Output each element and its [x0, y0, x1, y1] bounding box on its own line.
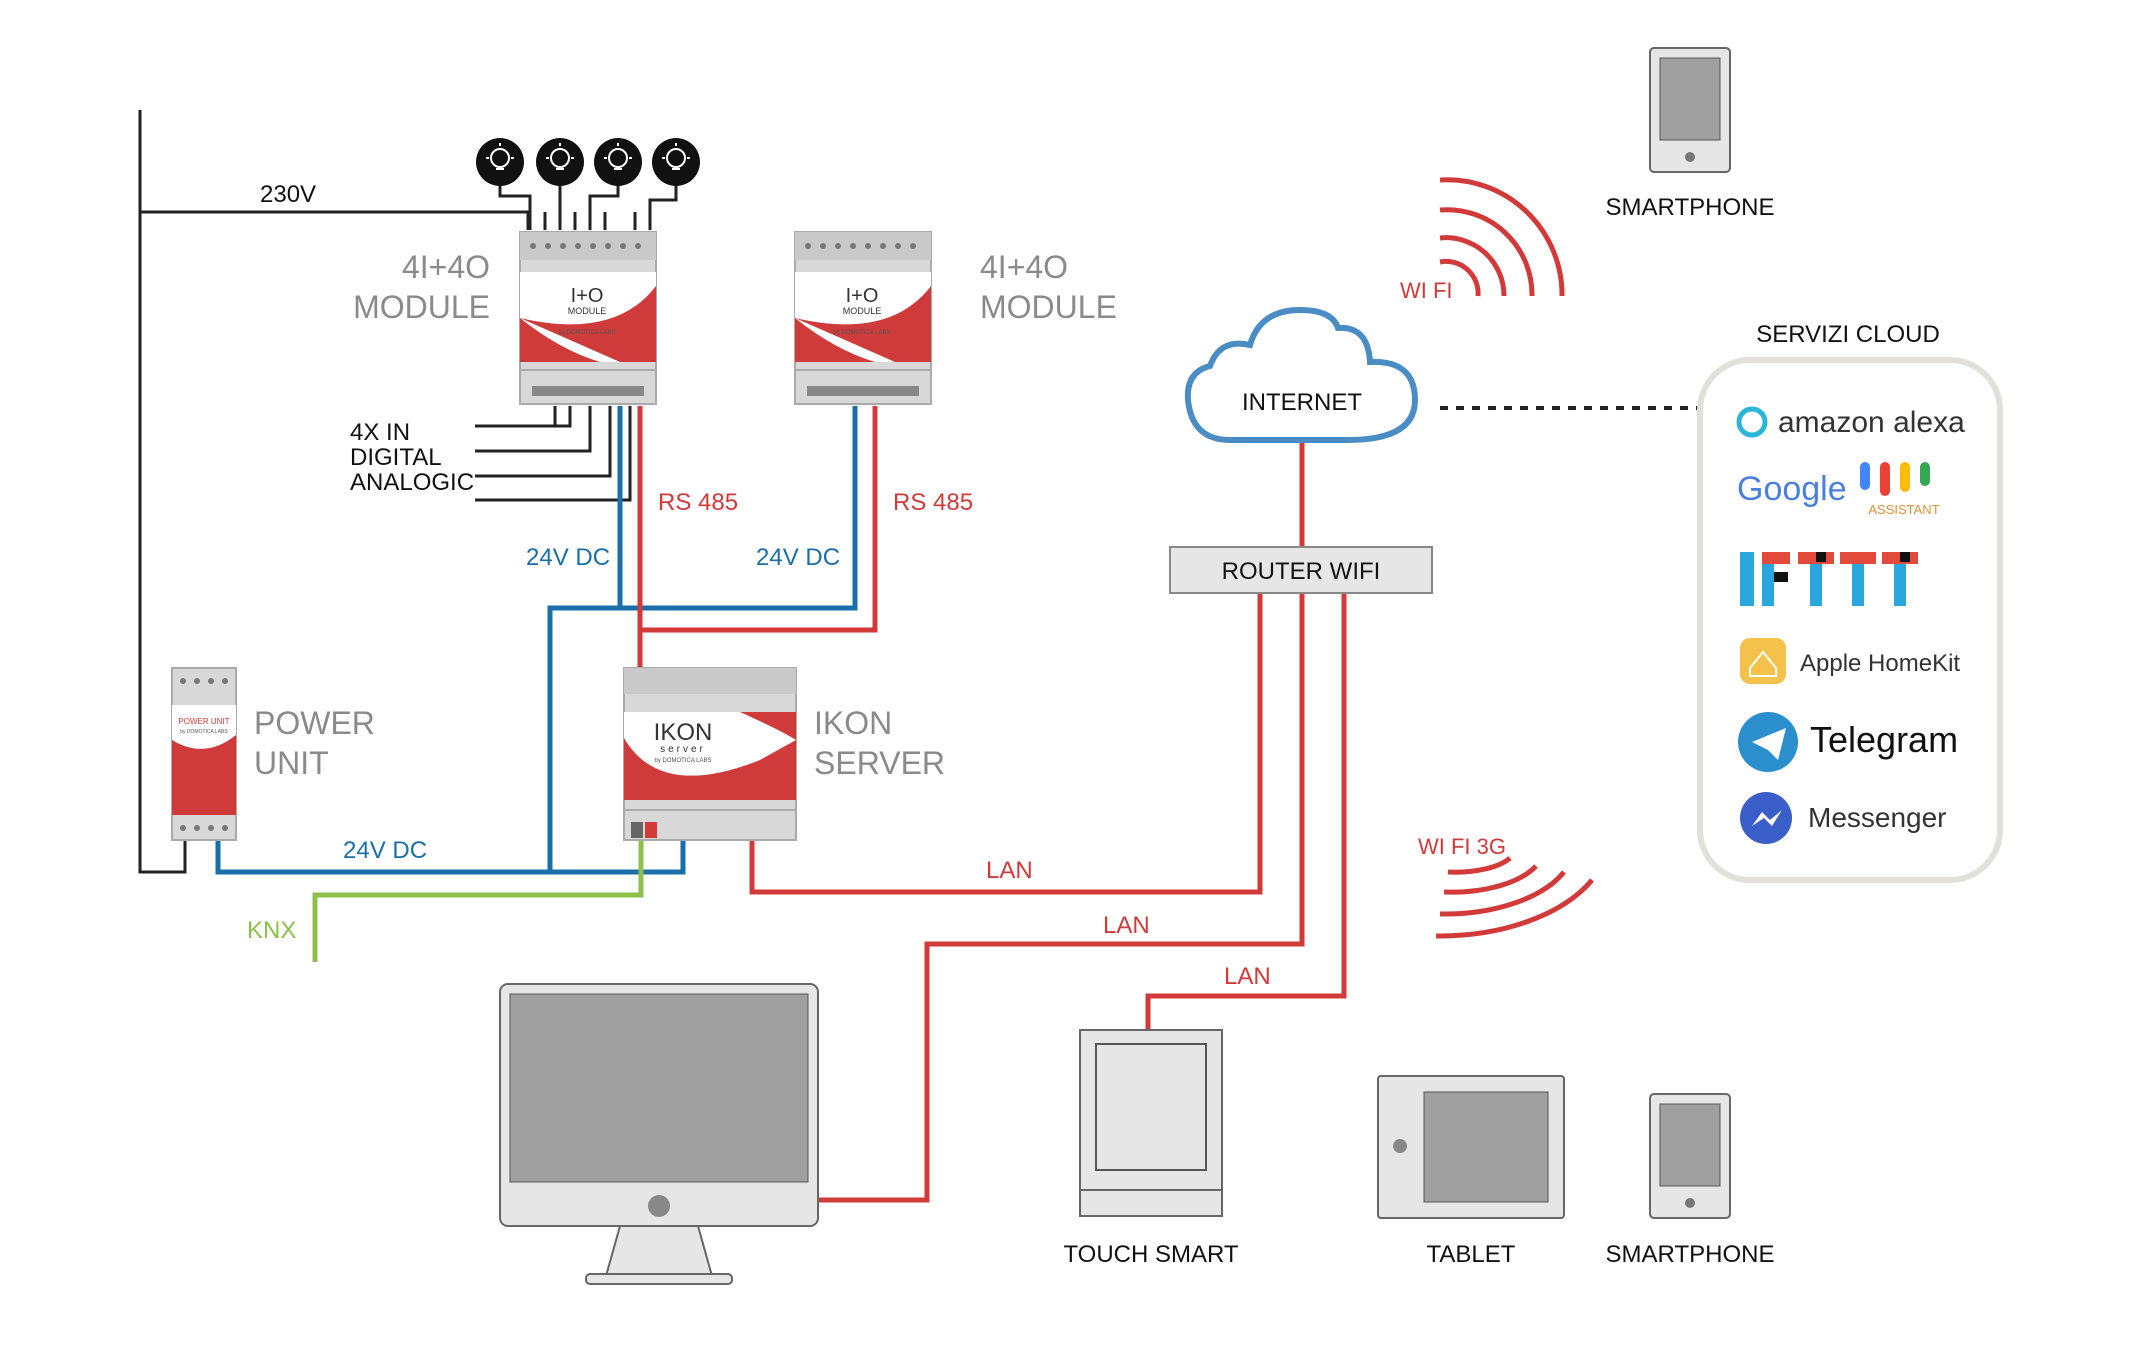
- ikon-server: IKON server by DOMOTICA LABS: [623, 667, 797, 841]
- server-label-line2: SERVER: [814, 745, 945, 781]
- power-label-line2: UNIT: [254, 745, 329, 781]
- server-label-line1: IKON: [814, 705, 892, 741]
- alexa-icon: [1736, 406, 1768, 438]
- io-module-sub: MODULE: [568, 306, 607, 316]
- light-bulbs: [476, 138, 700, 186]
- label-24vdc-2: 24V DC: [756, 544, 840, 571]
- service-alexa: amazon alexa: [1736, 406, 1965, 439]
- service-google: Google ASSISTANT: [1737, 462, 1940, 517]
- wifi3g-label: WI FI 3G: [1418, 834, 1506, 859]
- cloud-services-title: SERVIZI CLOUD: [1756, 321, 1940, 348]
- messenger-label: Messenger: [1808, 802, 1947, 833]
- tablet: [1377, 1075, 1565, 1219]
- label-lan-3: LAN: [1224, 963, 1271, 990]
- module2-label-line1: 4I+4O: [980, 249, 1068, 285]
- label-24vdc-1: 24V DC: [526, 544, 610, 571]
- smartphone-top-label: SMARTPHONE: [1606, 194, 1775, 221]
- bulb-icon: [476, 138, 524, 186]
- label-lan-2: LAN: [1103, 912, 1150, 939]
- wifi-label: WI FI: [1400, 278, 1453, 303]
- google-label: Google: [1737, 470, 1847, 508]
- wires-rs485: [637, 406, 878, 668]
- label-rs485-2: RS 485: [893, 489, 973, 516]
- io-module-brand: by DOMOTICA LABS: [833, 330, 890, 336]
- alexa-label: amazon alexa: [1778, 406, 1965, 439]
- wire-knx: [312, 840, 644, 962]
- label-lan-1: LAN: [986, 857, 1033, 884]
- smartphone-bottom: [1649, 1093, 1731, 1219]
- service-ifttt: [1740, 552, 1918, 606]
- module1-label-line1: 4I+4O: [402, 249, 490, 285]
- ikon-logo: IKON: [654, 719, 713, 746]
- ikon-sub: server: [660, 744, 706, 755]
- service-homekit: Apple HomeKit: [1740, 638, 1960, 684]
- service-telegram: Telegram: [1738, 712, 1958, 772]
- touch-smart-label: TOUCH SMART: [1063, 1241, 1238, 1268]
- service-messenger: Messenger: [1740, 792, 1947, 844]
- google-assistant-icon: [1860, 462, 1930, 496]
- power-label-line1: POWER: [254, 705, 375, 741]
- label-24vdc-3: 24V DC: [343, 837, 427, 864]
- io-module-logo: I+O: [846, 285, 879, 307]
- power-unit-logo: POWER UNIT: [178, 717, 229, 726]
- internet-label: INTERNET: [1242, 389, 1362, 416]
- touch-smart: [1079, 1029, 1223, 1217]
- io-module-logo: I+O: [571, 285, 604, 307]
- bulb-icon: [652, 138, 700, 186]
- inputs-label-line1: 4X IN: [350, 419, 410, 446]
- smartphone-bottom-label: SMARTPHONE: [1606, 1241, 1775, 1268]
- router-label: ROUTER WIFI: [1222, 558, 1381, 585]
- label-rs485-1: RS 485: [658, 489, 738, 516]
- io-module-brand: by DOMOTICA LABS: [558, 330, 615, 336]
- inputs-label-line2: DIGITAL: [350, 444, 442, 471]
- tablet-label: TABLET: [1427, 1241, 1516, 1268]
- label-230v: 230V: [260, 181, 316, 208]
- power-unit: POWER UNIT by DOMOTICA LABS: [171, 667, 237, 841]
- wires-24v-dc: [215, 406, 858, 875]
- smartphone-top: [1649, 47, 1731, 173]
- power-unit-brand: by DOMOTICA LABS: [180, 729, 228, 735]
- bulb-icon: [594, 138, 642, 186]
- bulb-icon: [536, 138, 584, 186]
- google-assistant-label: ASSISTANT: [1868, 502, 1939, 517]
- io-module-2: I+O MODULE by DOMOTICA LABS: [794, 231, 932, 405]
- module1-label-line2: MODULE: [353, 289, 490, 325]
- label-knx: KNX: [247, 917, 296, 944]
- homekit-icon: [1740, 638, 1786, 684]
- module2-label-line2: MODULE: [980, 289, 1117, 325]
- io-module-1: I+O MODULE by DOMOTICA LABS: [519, 231, 657, 405]
- desktop-monitor: [499, 983, 819, 1285]
- wifi-3g-signal-icon: [1435, 856, 1594, 939]
- router-wifi: ROUTER WIFI: [1169, 546, 1433, 594]
- internet-cloud: INTERNET: [1184, 306, 1419, 443]
- inputs-label-line3: ANALOGIC: [350, 469, 474, 496]
- ikon-brand: by DOMOTICA LABS: [654, 758, 711, 764]
- ifttt-logo-icon: [1740, 552, 1918, 606]
- wires-lan: [749, 440, 1347, 1203]
- wifi-signal-icon: [1439, 177, 1565, 297]
- io-module-sub: MODULE: [843, 306, 882, 316]
- homekit-label: Apple HomeKit: [1800, 650, 1960, 677]
- telegram-label: Telegram: [1810, 719, 1958, 760]
